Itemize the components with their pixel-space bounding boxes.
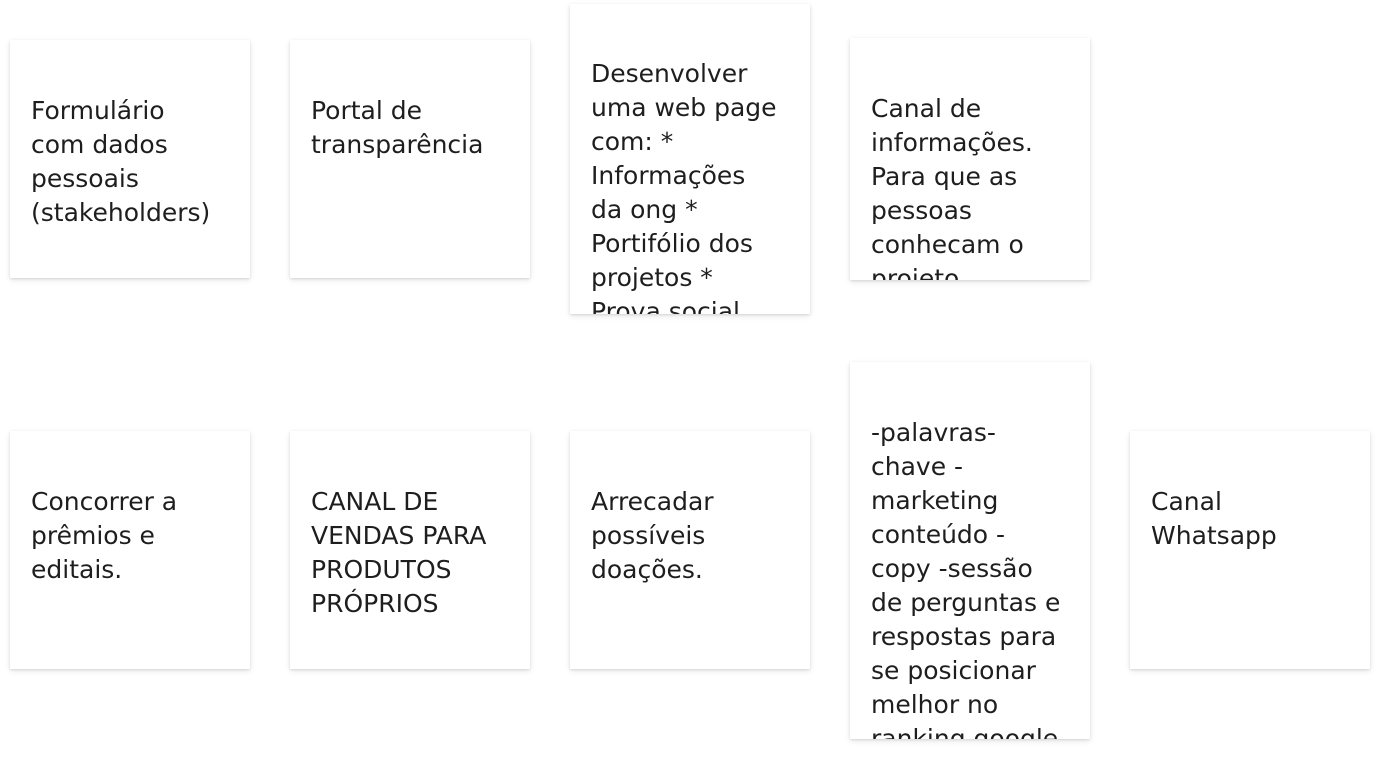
sticky-note-text: Concorrer a prêmios e editais. [31, 487, 178, 584]
sticky-note-text: Desenvolver uma web page com: * Informaç… [591, 59, 777, 314]
sticky-note-text: Formulário com dados pessoais (stakehold… [31, 96, 211, 227]
sticky-note-text: -palavras- chave - marketing conteúdo - … [871, 418, 1061, 739]
sticky-note-canal-informacoes[interactable]: Canal de informações. Para que as pessoa… [850, 38, 1090, 280]
sticky-note-palavras-chave[interactable]: -palavras- chave - marketing conteúdo - … [850, 362, 1090, 739]
sticky-note-text: Canal de informações. Para que as pessoa… [871, 94, 1033, 280]
sticky-note-text: Portal de transparência [311, 96, 484, 159]
sticky-note-text: Arrecadar possíveis doações. [591, 487, 714, 584]
sticky-note-canal-vendas[interactable]: CANAL DE VENDAS PARA PRODUTOS PRÓPRIOS [290, 431, 530, 669]
sticky-note-text: CANAL DE VENDAS PARA PRODUTOS PRÓPRIOS [311, 487, 487, 618]
sticky-note-portal-transparencia[interactable]: Portal de transparência [290, 40, 530, 278]
sticky-note-text: Canal Whatsapp [1151, 487, 1277, 550]
sticky-note-web-page[interactable]: Desenvolver uma web page com: * Informaç… [570, 4, 810, 314]
sticky-note-formulario[interactable]: Formulário com dados pessoais (stakehold… [10, 40, 250, 278]
sticky-note-arrecadar-doacoes[interactable]: Arrecadar possíveis doações. [570, 431, 810, 669]
sticky-note-concorrer-premios[interactable]: Concorrer a prêmios e editais. [10, 431, 250, 669]
sticky-note-canal-whatsapp[interactable]: Canal Whatsapp [1130, 431, 1370, 669]
